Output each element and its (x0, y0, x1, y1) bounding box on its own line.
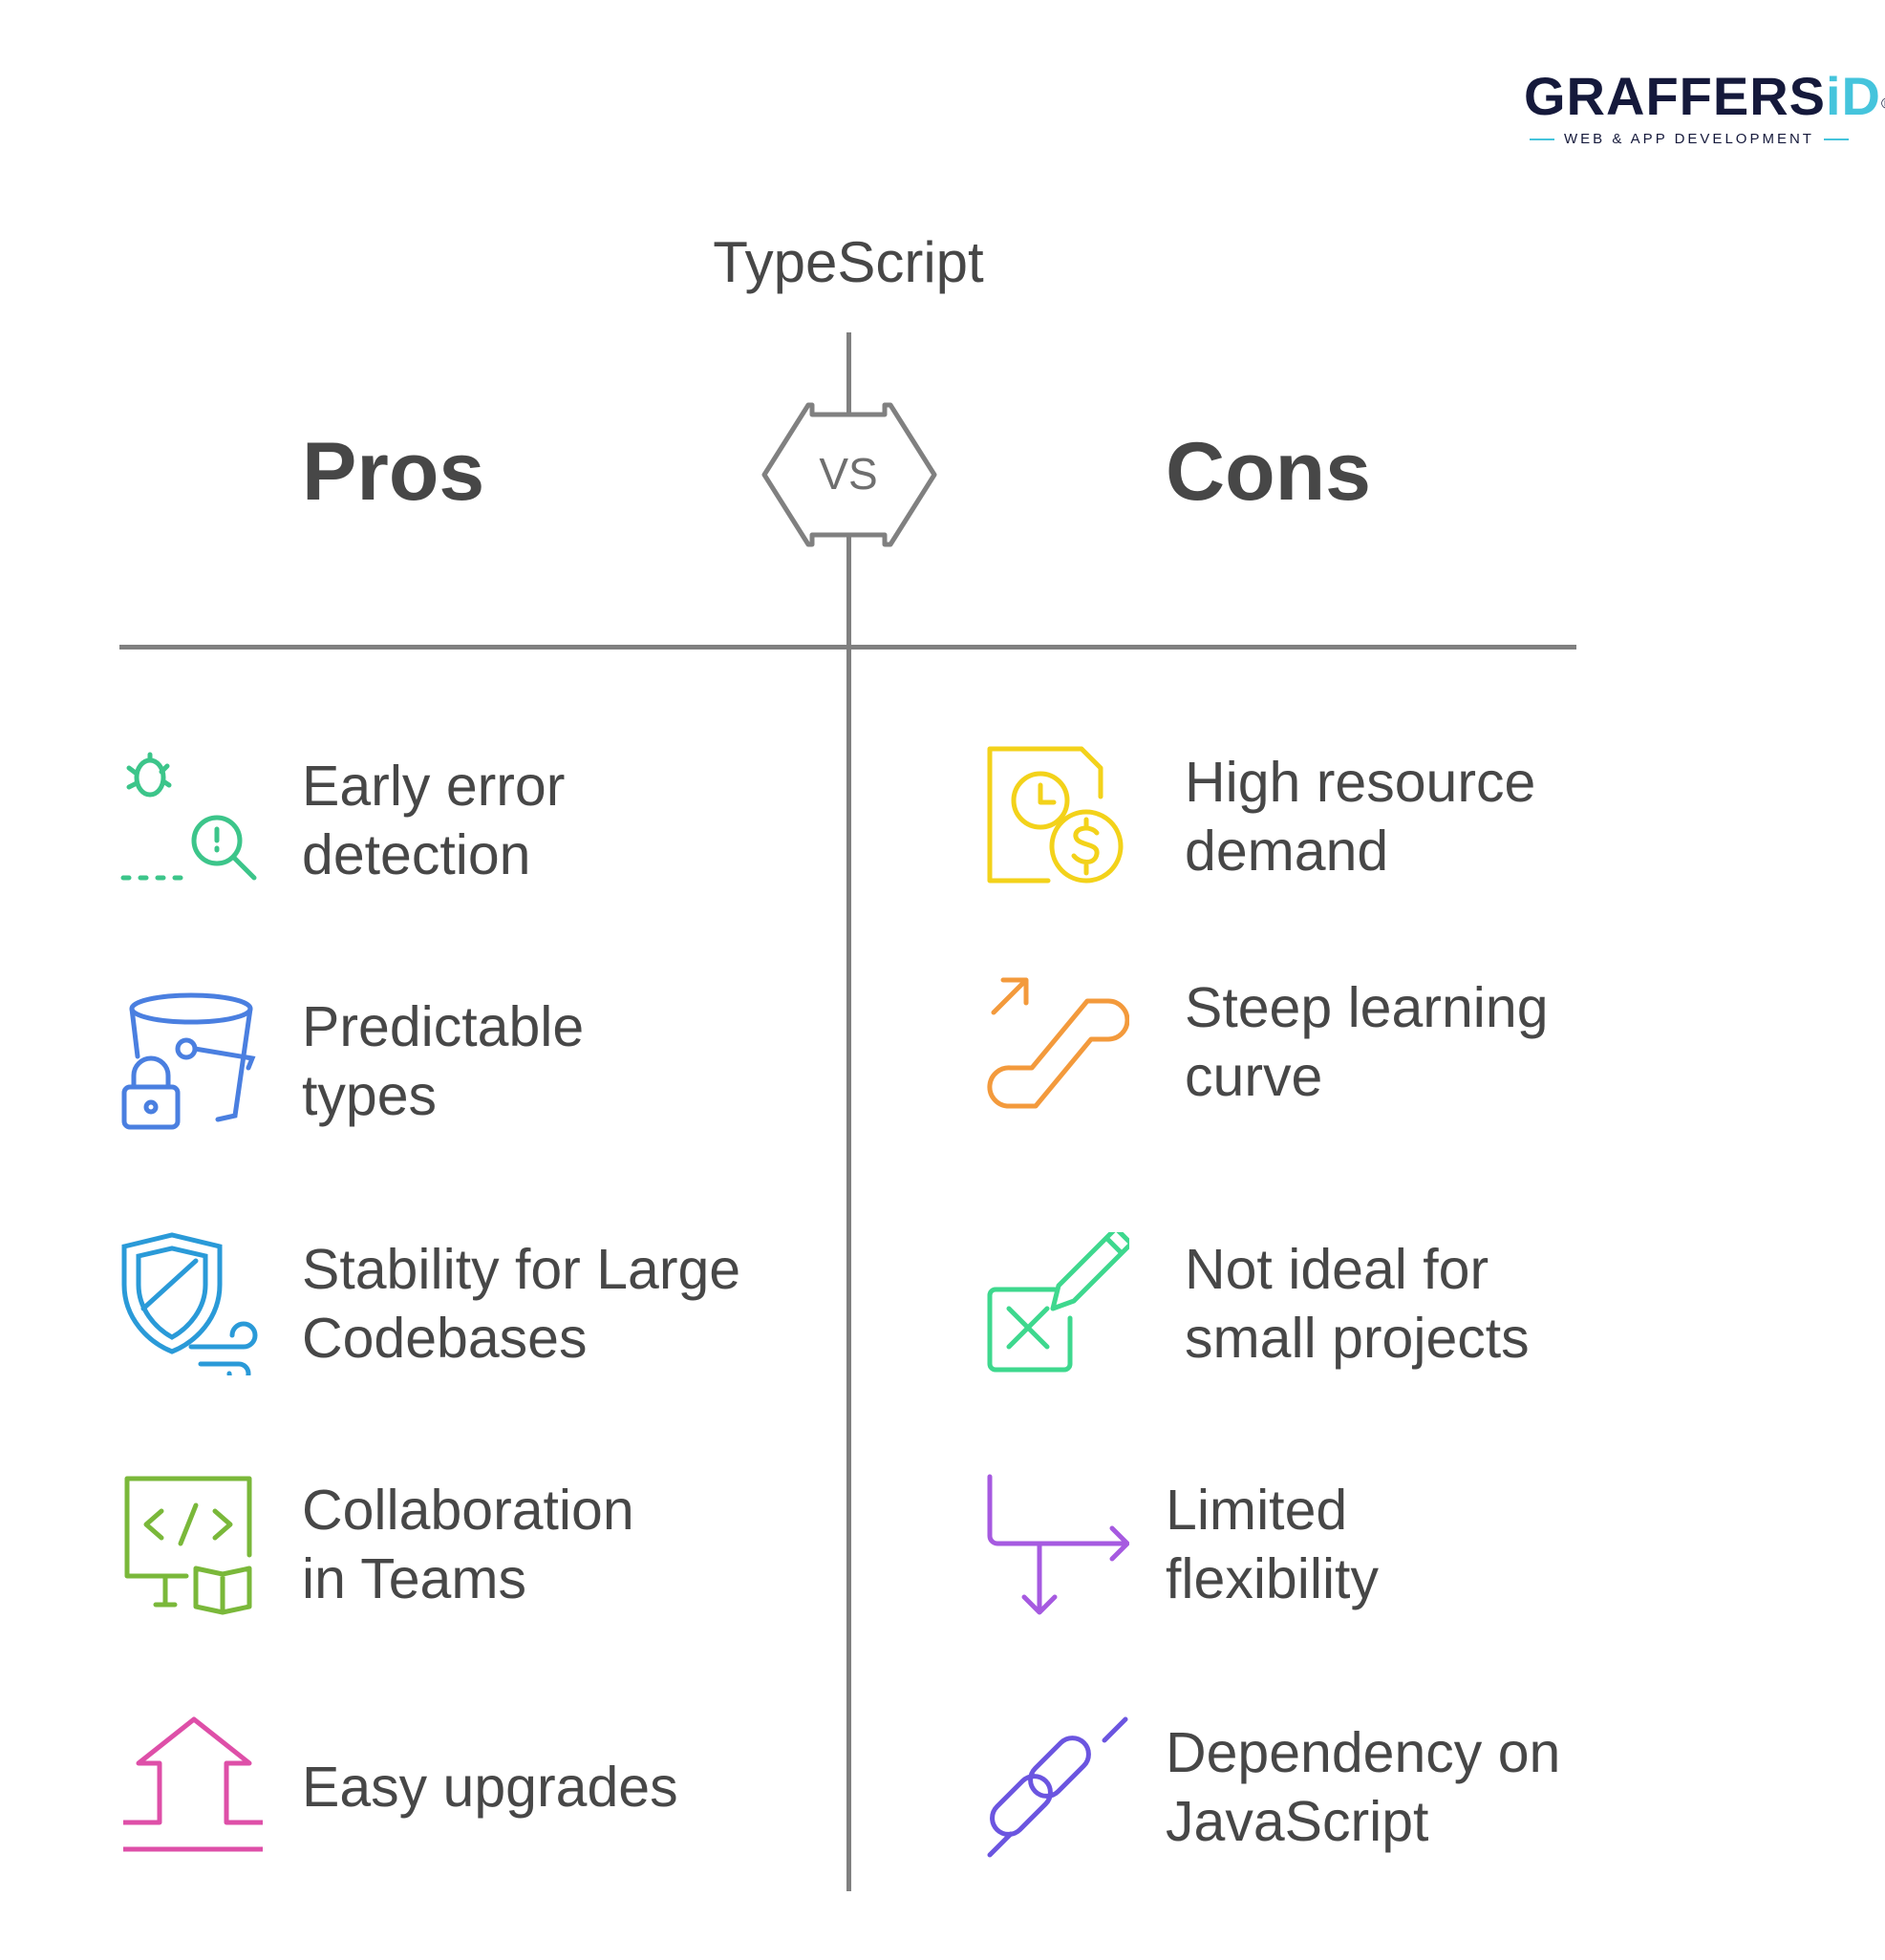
logo-registered: ® (1881, 96, 1885, 113)
pro-item: Stability for Large Codebases (119, 1232, 740, 1375)
con-item: Steep learning curve (986, 970, 1549, 1114)
vs-label: VS (819, 449, 877, 499)
split-arrow-icon (987, 1474, 1129, 1615)
diagram-title: TypeScript (713, 230, 984, 294)
upload-arrow-icon (123, 1716, 263, 1852)
logo-accent: iD (1826, 66, 1881, 126)
con-label: Not ideal for small projects (1185, 1238, 1530, 1370)
pro-item: Collaboration in Teams (119, 1473, 634, 1616)
divider-horizontal (119, 645, 1576, 650)
pro-label: Stability for Large Codebases (302, 1238, 741, 1370)
divider-top (846, 332, 851, 413)
pro-item: Early error detection (119, 749, 565, 892)
con-item: High resource demand (986, 745, 1535, 888)
graffersid-logo: GRAFFERSiD® WEB & APP DEVELOPMENT (1524, 65, 1885, 147)
con-label: Limited flexibility (1166, 1479, 1379, 1610)
logo-name: GRAFFERS (1524, 66, 1826, 126)
con-item: Limited flexibility (986, 1473, 1379, 1616)
pro-label: Early error detection (302, 755, 566, 886)
chain-link-icon (987, 1716, 1128, 1858)
escalator-icon (987, 977, 1129, 1109)
vs-badge: VS (761, 402, 937, 547)
code-book-icon (124, 1476, 252, 1615)
pro-item: Easy upgrades (119, 1715, 678, 1859)
pros-heading: Pros (302, 426, 485, 518)
con-item: Not ideal for small projects (986, 1232, 1530, 1375)
pro-label: Easy upgrades (302, 1756, 678, 1819)
con-label: High resource demand (1185, 751, 1536, 883)
pro-label: Collaboration in Teams (302, 1479, 634, 1610)
con-label: Steep learning curve (1185, 976, 1549, 1108)
con-item: Dependency on JavaScript (986, 1715, 1560, 1859)
bucket-lock-icon (121, 992, 256, 1130)
shield-wind-icon (121, 1232, 258, 1375)
cons-heading: Cons (1166, 426, 1371, 518)
divider-vertical (846, 537, 851, 1891)
pro-item: Predictable types (119, 990, 584, 1133)
document-clock-dollar-icon (987, 746, 1124, 884)
pro-label: Predictable types (302, 995, 585, 1127)
logo-tagline: WEB & APP DEVELOPMENT (1564, 131, 1814, 147)
pencil-x-icon (987, 1232, 1129, 1373)
bug-search-icon (120, 752, 257, 881)
con-label: Dependency on JavaScript (1166, 1721, 1561, 1853)
